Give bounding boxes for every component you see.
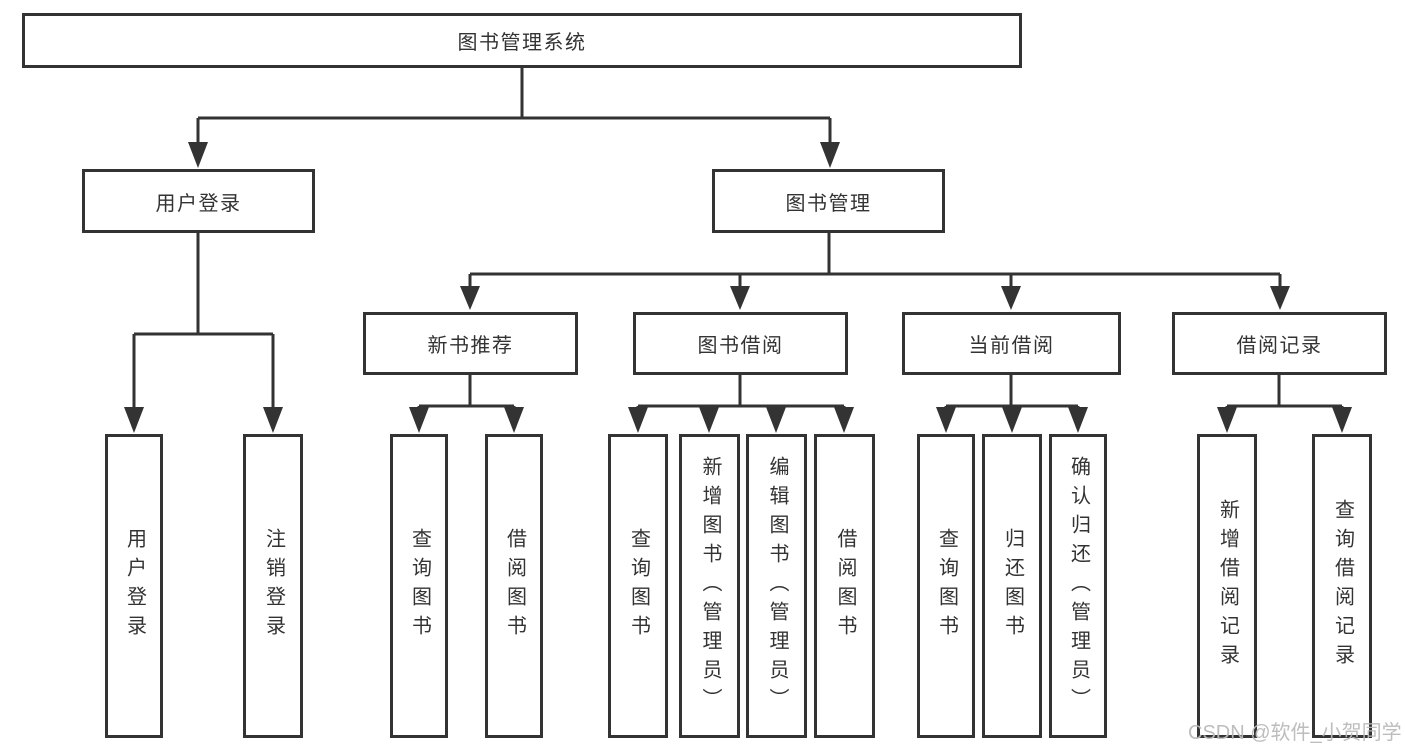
leaf-borrow-add-books-admin: 新增图书（管理员） bbox=[679, 434, 740, 738]
node-system-root: 图书管理系统 bbox=[22, 13, 1022, 68]
node-label: 用户登录 bbox=[155, 192, 242, 215]
leaf-records-add-record: 新增借阅记录 bbox=[1197, 434, 1257, 738]
node-label: 查询借阅记录 bbox=[1331, 499, 1354, 673]
leaf-borrow-borrow-books: 借阅图书 bbox=[814, 434, 875, 738]
node-label: 编辑图书（管理员） bbox=[766, 455, 788, 717]
node-book-borrow: 图书借阅 bbox=[633, 312, 848, 375]
arrowheads bbox=[124, 142, 1352, 433]
leaf-logout: 注销登录 bbox=[243, 434, 303, 738]
leaf-current-query-books: 查询图书 bbox=[917, 434, 975, 738]
node-label: 查询图书 bbox=[408, 528, 431, 644]
leaf-current-confirm-return-admin: 确认归还（管理员） bbox=[1049, 434, 1107, 738]
node-new-book-recommend: 新书推荐 bbox=[363, 312, 578, 375]
node-book-management: 图书管理 bbox=[712, 169, 945, 233]
node-label: 借阅图书 bbox=[834, 528, 856, 644]
leaf-recommend-query-books: 查询图书 bbox=[390, 434, 448, 738]
leaf-recommend-borrow-books: 借阅图书 bbox=[485, 434, 543, 738]
node-label: 当前借阅 bbox=[968, 335, 1055, 357]
leaf-borrow-query-books: 查询图书 bbox=[608, 434, 668, 738]
node-label: 查询图书 bbox=[935, 528, 958, 644]
node-user-login: 用户登录 bbox=[82, 169, 315, 233]
node-label: 新书推荐 bbox=[427, 335, 514, 357]
node-label: 归还图书 bbox=[1001, 528, 1024, 644]
node-label: 用户登录 bbox=[123, 528, 146, 644]
node-label: 借阅图书 bbox=[503, 528, 526, 644]
node-label: 查询图书 bbox=[627, 528, 650, 644]
node-label: 图书借阅 bbox=[697, 335, 784, 357]
node-label: 图书管理系统 bbox=[457, 32, 587, 54]
node-label: 注销登录 bbox=[262, 528, 285, 644]
node-current-borrow: 当前借阅 bbox=[902, 312, 1121, 375]
leaf-borrow-edit-books-admin: 编辑图书（管理员） bbox=[746, 434, 807, 738]
node-label: 新增借阅记录 bbox=[1216, 499, 1239, 673]
leaf-user-login: 用户登录 bbox=[105, 434, 163, 738]
node-label: 确认归还（管理员） bbox=[1067, 455, 1090, 717]
node-label: 新增图书（管理员） bbox=[699, 455, 721, 717]
node-label: 借阅记录 bbox=[1236, 335, 1323, 357]
node-label: 图书管理 bbox=[785, 192, 872, 215]
csdn-watermark: CSDN @软件_小贺同学 bbox=[1188, 722, 1402, 744]
leaf-records-query-record: 查询借阅记录 bbox=[1312, 434, 1372, 738]
node-borrow-records: 借阅记录 bbox=[1172, 312, 1387, 375]
leaf-current-return-books: 归还图书 bbox=[982, 434, 1042, 738]
